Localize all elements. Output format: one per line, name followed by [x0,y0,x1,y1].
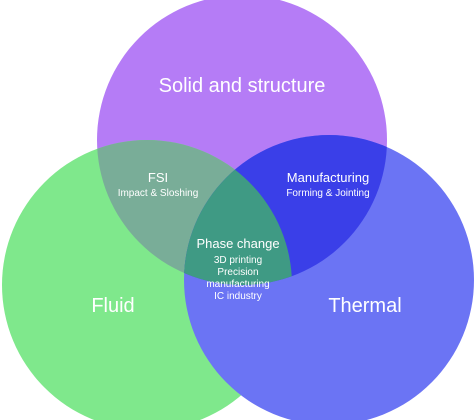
manufacturing-subtitle: Forming & Jointing [286,188,369,199]
fluid-label: Fluid [91,295,134,317]
fsi-subtitle: Impact & Sloshing [118,188,199,199]
center-line: IC industry [214,291,262,302]
center-line: manufacturing [206,279,269,290]
center-line: Precision [217,267,258,278]
center-overlap [184,140,292,285]
center-title: Phase change [196,236,279,251]
manufacturing-title: Manufacturing [287,170,369,185]
fsi-title: FSI [148,170,168,185]
solid-label: Solid and structure [159,75,326,97]
center-line: 3D printing [214,255,262,266]
thermal-label: Thermal [328,295,401,317]
